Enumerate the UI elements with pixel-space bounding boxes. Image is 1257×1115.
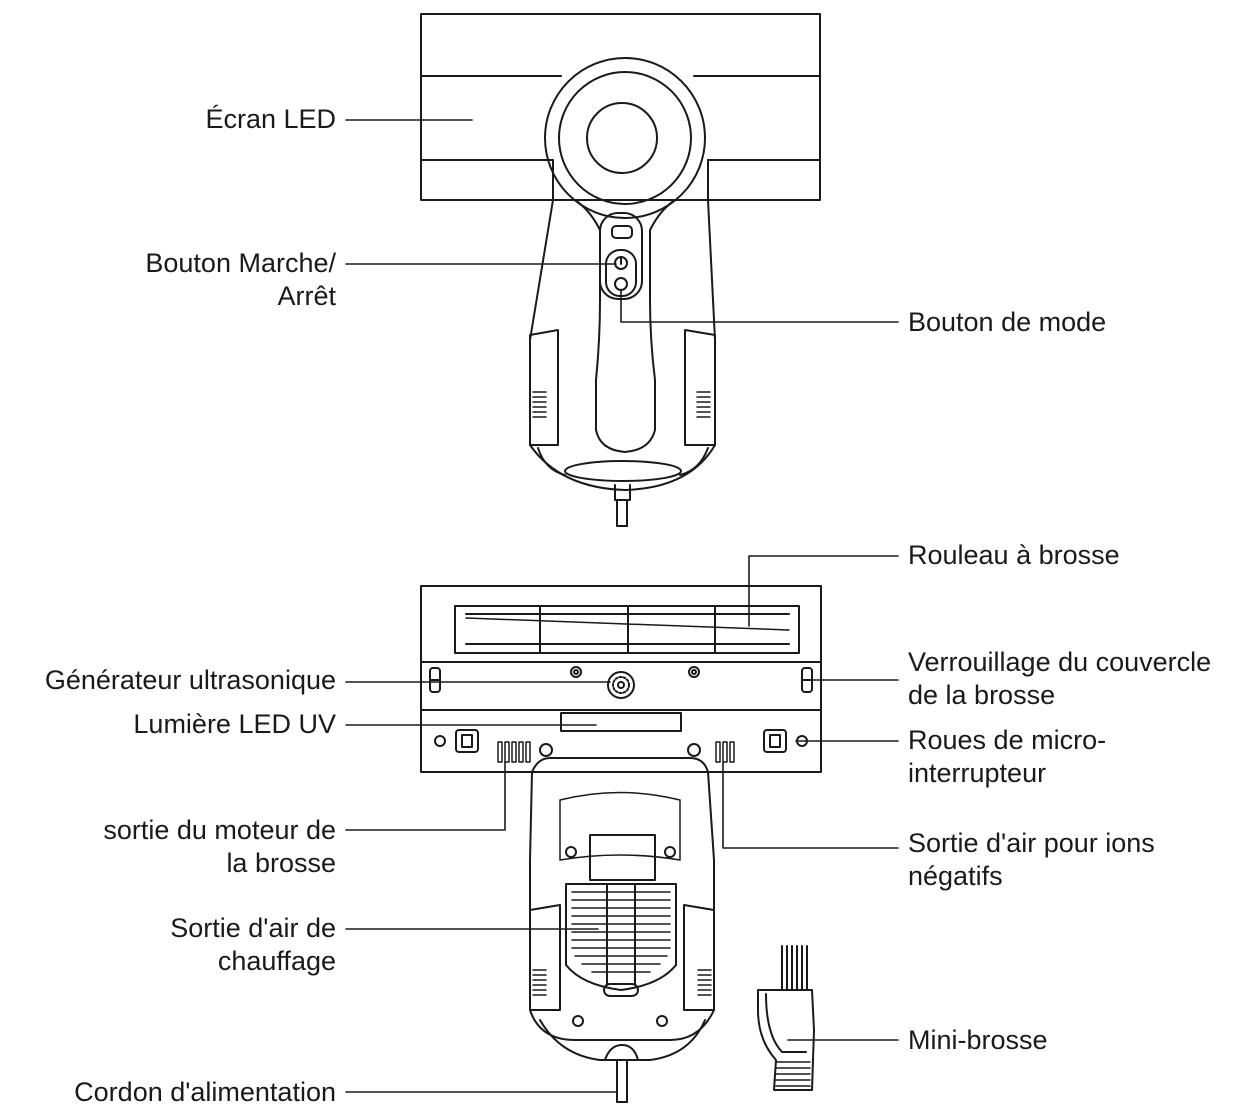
bottom-view-device: [420, 585, 822, 1103]
label-lumiere-uv: Lumière LED UV: [133, 709, 336, 739]
led-screen: [586, 102, 658, 174]
label-sortie-moteur: sortie du moteur de la brosse: [103, 815, 336, 878]
ultrasonic-generator: [607, 671, 635, 699]
top-right-vent: [696, 391, 711, 418]
label-roues-micro: Roues de micro- interrupteur: [908, 725, 1107, 788]
micro-switch-wheel-left: [455, 729, 479, 753]
label-bouton-marche: Bouton Marche/ Arrêt: [145, 248, 336, 311]
leader-sortie-ions: [722, 761, 899, 849]
label-generateur-ultrasonique: Générateur ultrasonique: [44, 665, 336, 695]
leader-bouton-mode: [620, 289, 899, 323]
top-handle-body: [529, 159, 716, 491]
leader-rouleau: [748, 555, 899, 627]
bottom-handle-body: [529, 757, 715, 1041]
label-sortie-chauffage: Sortie d'air de chauffage: [170, 913, 336, 976]
heating-air-outlet: [565, 883, 677, 991]
led-screen-outer: [544, 57, 706, 219]
brush-motor-outlet: [497, 741, 531, 763]
bottom-brush-head: [420, 585, 822, 773]
leader-sortie-moteur: [345, 761, 506, 831]
label-mini-brosse: Mini-brosse: [908, 1025, 1048, 1055]
label-cordon: Cordon d'alimentation: [74, 1077, 336, 1107]
negative-ion-outlet: [715, 741, 735, 763]
label-ecran-led: Écran LED: [205, 104, 336, 134]
uv-led-light: [560, 712, 682, 732]
top-left-vent: [532, 391, 547, 418]
top-brush-head: [420, 13, 821, 201]
mode-button-shape: [614, 277, 628, 291]
label-sortie-ions: Sortie d'air pour ions négatifs: [908, 828, 1155, 891]
label-verrouillage: Verrouillage du couvercle de la brosse: [908, 647, 1212, 710]
label-rouleau-brosse: Rouleau à brosse: [908, 540, 1120, 570]
leader-lines: [345, 119, 899, 1093]
mini-brush: [757, 945, 815, 1091]
top-view-device: [420, 13, 821, 527]
label-bouton-mode: Bouton de mode: [908, 307, 1107, 337]
micro-switch-wheel-right: [763, 729, 787, 753]
